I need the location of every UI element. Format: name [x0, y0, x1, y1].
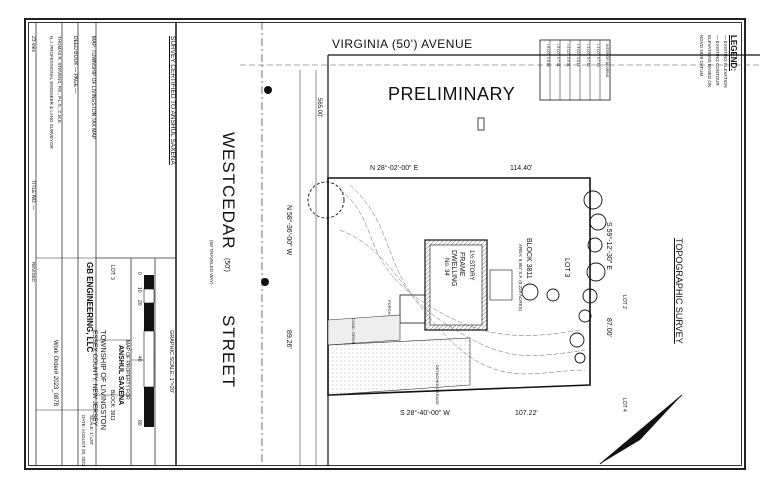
lot-4-label: LOT 4	[621, 398, 627, 412]
block-label: BLOCK: 3811	[109, 390, 115, 421]
graphic-scale-label: GRAPHIC SCALE: 1"=20'	[168, 330, 174, 394]
street-width-label: (50')	[223, 258, 230, 272]
porch-label: PORCH	[387, 300, 392, 315]
lot-2-label: LOT 2	[621, 295, 627, 309]
scale-tick-40: 40	[136, 356, 142, 362]
house-frame-label: FRAME	[458, 252, 465, 277]
garage-label: DETACHED GARAGE	[435, 365, 440, 405]
ref-map: MAP: TOWNSHIP OF LIVINGSTON TAX MAP	[90, 36, 96, 140]
bearing-south-distance: 107.22'	[515, 410, 538, 417]
street-virginia-avenue: VIRGINIA (50') AVENUE	[332, 37, 473, 51]
legend-existing-contour: — EXISTING CONTOUR	[715, 35, 720, 86]
revised-label: REVISED	[31, 262, 36, 282]
surveyor-name: THOMAS R. STEVENS, P.E., P.L.S., C.M.E.	[57, 36, 62, 125]
drawing-sheet	[24, 18, 746, 470]
bearing-east: S 59°-12'-30" E	[605, 222, 612, 270]
bearing-north-distance: 114.40'	[510, 165, 533, 172]
house-dwelling-label: DWELLING	[450, 250, 457, 287]
street-street-label: STREET	[219, 315, 238, 389]
table-row-4: • 4 LOT 3 9.31	[566, 44, 570, 67]
street-west-label: WEST	[219, 132, 238, 186]
table-row-2: • 2 LOT 3 7.50	[586, 44, 590, 67]
survey-title: TOPOGRAPHIC SURVEY	[674, 238, 684, 344]
lot-label: LOT: 3	[109, 265, 115, 280]
ref-deed: DEED BOOK — PAGE —	[72, 36, 78, 94]
legend-existing-elevation: — EXISTING ELEVATION	[723, 35, 728, 88]
bearing-west: N 58°-36'-00" W	[285, 205, 292, 256]
table-row-6: • 6 LOT 3 6.86	[546, 44, 550, 67]
map-of-property: MAP OF PROPERTY FOR	[124, 340, 130, 400]
legend-title: LEGEND:	[729, 35, 738, 71]
sheet-inner-border	[28, 22, 742, 466]
township-label: TOWNSHIP OF LIVINGSTON	[99, 330, 108, 431]
scale-tick-20: 20	[136, 300, 142, 306]
bearing-north: N 28°-02'-00" E	[370, 165, 419, 172]
house-number-label: No. 34	[443, 258, 449, 276]
owner-name: ANSHUL SAXENA	[117, 345, 124, 406]
table-row-5: • 5 LOT 3 7.41	[556, 44, 560, 67]
scale-label: SCALE: 1"=20'	[89, 415, 94, 445]
sheet-label: 23 vies	[30, 36, 36, 52]
scale-tick-10: 10	[136, 287, 142, 293]
table-row-1: • 1 LOT 3 7.50	[596, 44, 600, 67]
lot-area-label: AREA: 9,957 S.F. (0.229 ACRES)	[518, 244, 523, 312]
corner-distance: 565.00'	[316, 98, 322, 118]
lot-number-label: LOT 3	[563, 258, 570, 278]
table-row-3: • 3 LOT 3 8.12	[576, 44, 580, 67]
legend-datum: NGVD 1929 DATUM	[699, 35, 704, 77]
legend-elevations-based: ELEVATIONS BASED ON	[707, 35, 712, 88]
table-header: INTERIOR BEARING	[605, 44, 609, 78]
street-cedar-label: CEDAR	[219, 185, 238, 250]
surveyor-license: N.J. PROFESSIONAL ENGINEER & LAND SURVEY…	[49, 36, 54, 149]
title-no: TITLE NO. —	[30, 180, 36, 211]
scale-tick-0: 0	[136, 272, 142, 275]
preliminary-stamp: PRELIMINARY	[388, 84, 516, 104]
house-story-label: 1½ STORY	[468, 250, 474, 281]
bearing-south: S 28°-40'-00" W	[400, 410, 450, 417]
date-label: DATE: AUGUST 28, 2023	[81, 415, 86, 467]
lot-block-label: BLOCK 3811	[525, 238, 532, 279]
survey-certified: SURVEY CERTIFIED TO ANSHUL SAXENA	[169, 36, 176, 165]
bearing-east-distance: 87.00'	[605, 318, 612, 337]
work-order: Work Order# 2023_0878	[52, 340, 58, 406]
driveway-label: CONC. DRIVE	[351, 318, 356, 345]
scale-tick-80: 80	[136, 420, 142, 426]
firm-name: GB ENGINEERING, LLC	[85, 262, 94, 353]
bearing-west-distance: 89.26'	[285, 330, 292, 349]
street-traveled-way: (50' TRAVELED WAY)	[209, 240, 214, 285]
